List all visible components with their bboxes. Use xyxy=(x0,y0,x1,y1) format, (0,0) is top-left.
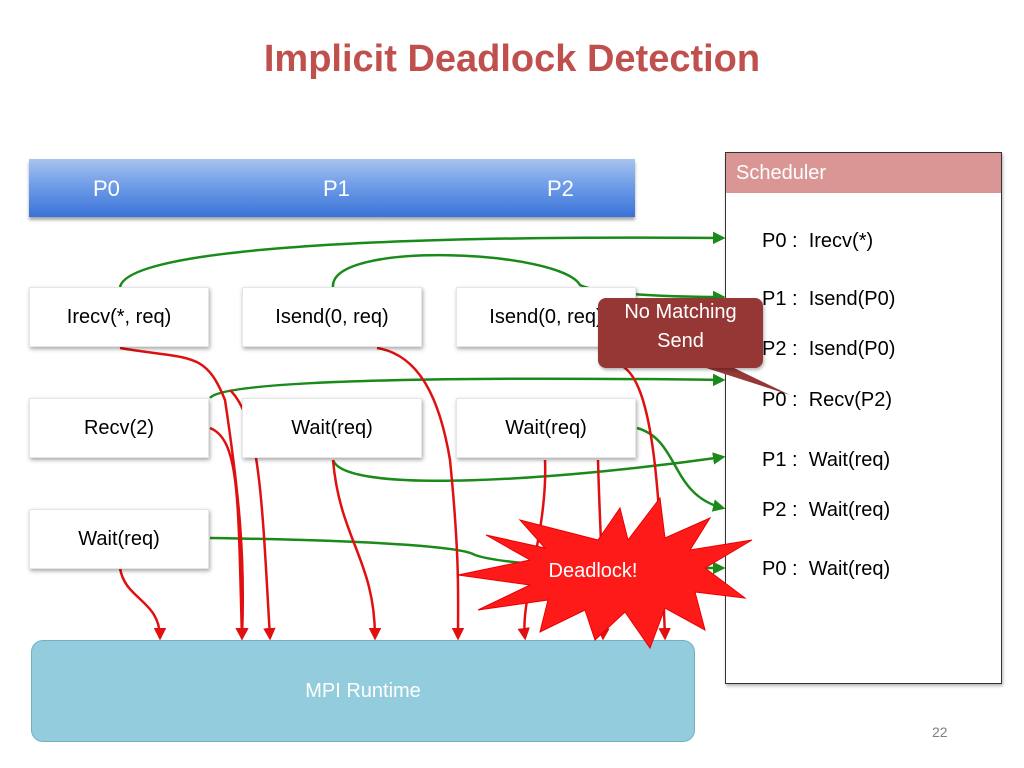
scheduler-item: P2 : Isend(P0) xyxy=(762,338,896,360)
op-p0-irecv: Irecv(*, req) xyxy=(29,287,209,347)
op-p0-recv: Recv(2) xyxy=(29,398,209,458)
green-arrow-irecv xyxy=(118,231,726,288)
process-label-p1: P1 xyxy=(323,176,350,201)
scheduler-panel: Scheduler P0 : Irecv(*) P1 : Isend(P0) P… xyxy=(725,152,1002,684)
op-p2-wait: Wait(req) xyxy=(456,398,636,458)
red-arrow-4 xyxy=(118,567,167,641)
scheduler-item: P1 : Isend(P0) xyxy=(762,288,896,310)
page-title: Implicit Deadlock Detection xyxy=(263,38,761,80)
red-arrow-2 xyxy=(229,389,276,641)
no-matching-send-callout: No Matching Send xyxy=(598,298,763,368)
scheduler-item: P0 : Recv(P2) xyxy=(762,389,893,411)
process-label-p2: P2 xyxy=(547,176,574,201)
op-p1-isend: Isend(0, req) xyxy=(242,287,422,347)
callout-pointer xyxy=(700,366,790,395)
callout-line-1: No Matching xyxy=(624,301,737,323)
callout-line-2: Send xyxy=(657,330,704,352)
red-arrow-5 xyxy=(376,346,465,641)
deadlock-label: Deadlock! xyxy=(548,560,638,582)
red-arrow-3 xyxy=(209,426,248,641)
process-label-p0: P0 xyxy=(93,176,120,201)
scheduler-item: P0 : Irecv(*) xyxy=(762,230,874,252)
scheduler-header: Scheduler xyxy=(726,153,1001,193)
scheduler-item: P1 : Wait(req) xyxy=(762,449,891,471)
scheduler-item: P2 : Wait(req) xyxy=(762,499,891,521)
scheduler-item: P0 : Wait(req) xyxy=(762,558,891,580)
red-arrow-1 xyxy=(119,346,249,641)
op-p0-wait: Wait(req) xyxy=(29,509,209,569)
mpi-runtime-box: MPI Runtime xyxy=(31,640,695,742)
deadlock-burst xyxy=(457,496,753,650)
red-arrow-6 xyxy=(331,459,382,641)
green-arrow-isend-p1 xyxy=(331,254,726,304)
page-number: 22 xyxy=(932,724,948,740)
op-p1-wait: Wait(req) xyxy=(242,398,422,458)
process-header-bar: P0 P1 P2 xyxy=(29,159,635,217)
